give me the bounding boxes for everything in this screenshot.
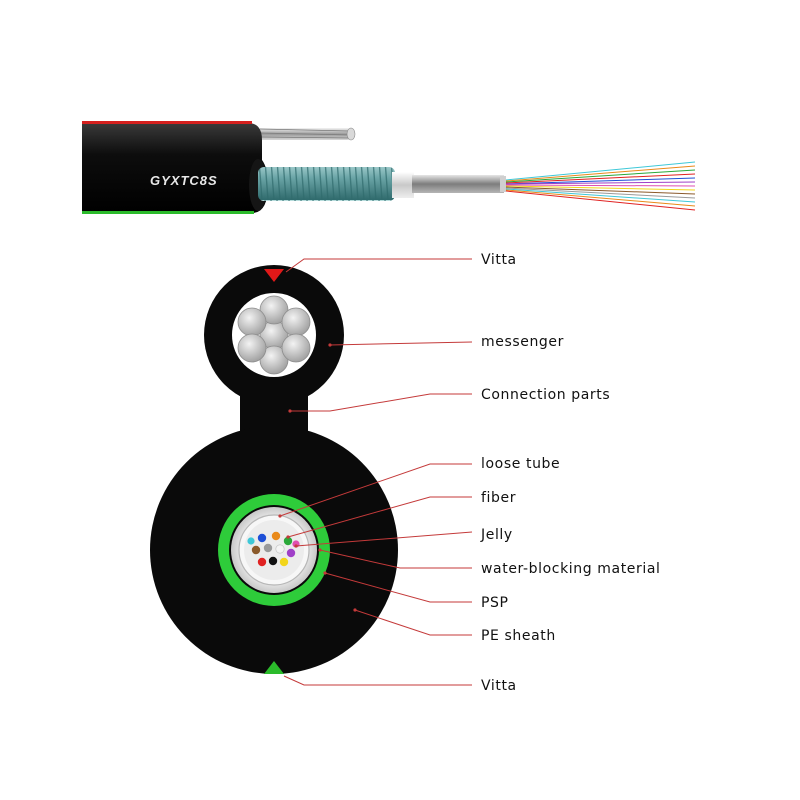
- outer-sheath-side: [82, 123, 268, 213]
- leader-fiber: [287, 496, 472, 538]
- leader-psp: [324, 572, 472, 603]
- label-psp: PSP: [481, 595, 509, 611]
- label-fiber: fiber: [481, 490, 517, 506]
- vitta-green-stripe: [82, 211, 254, 214]
- leader-jelly: [295, 531, 473, 547]
- label-messenger: messenger: [481, 334, 564, 350]
- loose-tube-side: [412, 175, 504, 193]
- leader-loose-tube: [279, 463, 472, 517]
- vitta-bottom-marker: [264, 661, 284, 674]
- leader-messenger: [329, 341, 473, 346]
- leader-pe-sheath: [354, 609, 472, 636]
- leader-water-blocking: [319, 549, 472, 569]
- label-vitta-top: Vitta: [481, 252, 517, 268]
- vitta-red-stripe: [82, 121, 252, 124]
- leader-lines: [279, 258, 473, 686]
- messenger-strands: [237, 295, 311, 375]
- water-blocking-band-side: [392, 172, 414, 198]
- vitta-top-marker: [264, 269, 284, 282]
- label-jelly: Jelly: [481, 527, 513, 543]
- label-pe-sheath: PE sheath: [481, 628, 556, 644]
- leader-vitta-bottom: [283, 675, 472, 686]
- fiber-fan-out: [505, 161, 696, 211]
- label-vitta-bottom: Vitta: [481, 678, 517, 694]
- messenger-strand-side: [255, 127, 356, 141]
- cable-cross-section: [150, 265, 398, 674]
- product-model-text: GYXTC8S: [150, 173, 218, 188]
- leader-connection: [290, 393, 472, 412]
- label-loose-tube: loose tube: [481, 456, 561, 472]
- label-water-blocking: water-blocking material: [481, 561, 661, 577]
- jelly-area: [244, 520, 304, 580]
- leader-vitta-top: [285, 258, 472, 273]
- cable-side-view: GYXTC8S: [82, 121, 696, 214]
- leader-dots: [278, 343, 357, 612]
- fibers-cross-section: [247, 531, 300, 567]
- label-connection-parts: Connection parts: [481, 387, 611, 403]
- psp-armor-side: [258, 167, 395, 201]
